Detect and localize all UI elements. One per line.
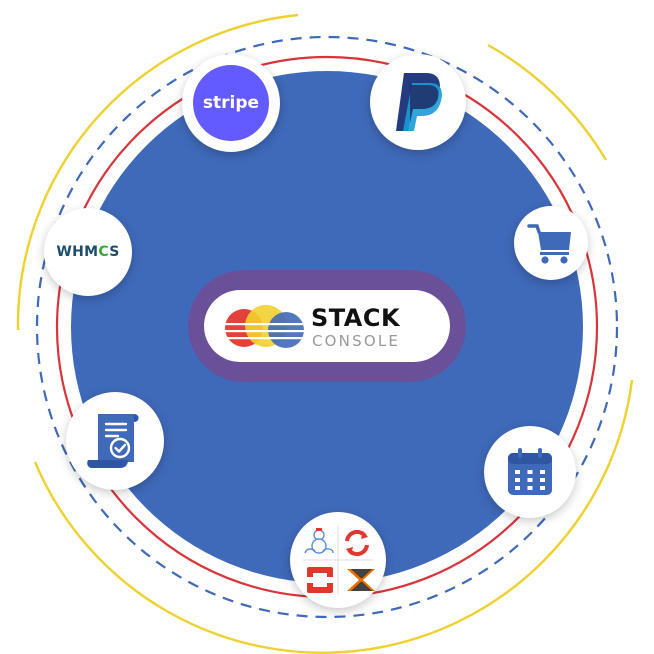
calendar-icon: [508, 448, 552, 495]
stripe-node[interactable]: stripe: [182, 54, 280, 152]
yellow-arc-bottom: [33, 379, 634, 654]
blue-dashed-ring: [35, 35, 619, 619]
document-check-icon: [87, 414, 139, 468]
shopping-cart-icon: [527, 224, 571, 264]
invoice-node[interactable]: [66, 392, 164, 490]
openshift-icon: [345, 529, 369, 557]
stack-console-logo-icon: [225, 305, 305, 348]
stripe-label: stripe: [202, 93, 260, 113]
whmcs-gear-icon: C: [98, 244, 110, 260]
brand-title: STACK: [311, 304, 401, 332]
openstack-red-icon: [307, 567, 333, 593]
openstack-icon: [304, 528, 334, 554]
proxmox-icon: [347, 569, 375, 591]
cloud-platforms-grid: [303, 525, 375, 595]
cart-node[interactable]: [514, 206, 588, 280]
cloud-platforms-node[interactable]: [290, 512, 386, 608]
whmcs-node[interactable]: WHMCS: [44, 208, 132, 296]
whmcs-logo: WHMCS: [56, 244, 119, 260]
paypal-node[interactable]: [370, 54, 466, 150]
whmcs-label-suffix: S: [109, 244, 120, 260]
stripe-logo: stripe: [193, 65, 269, 141]
yellow-arc-top-right: [487, 43, 608, 161]
paypal-icon: [396, 73, 442, 131]
brand-subtitle: CONSOLE: [312, 332, 401, 350]
yellow-arc-top-left: [16, 13, 299, 331]
calendar-node[interactable]: [484, 426, 576, 518]
whmcs-label-prefix: WHM: [56, 244, 99, 260]
